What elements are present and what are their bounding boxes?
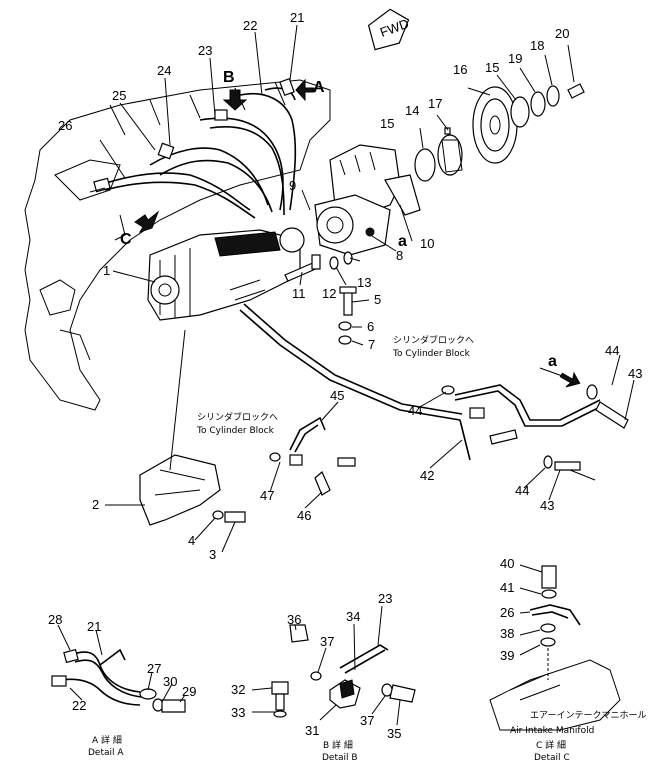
- callouts: 1 2 3 4 5 6 7 8 9 10 11 12 13 14 15 15 1…: [48, 10, 642, 741]
- air-compressor: [314, 144, 421, 256]
- callout-45: 45: [330, 388, 344, 403]
- callout-35: 35: [387, 726, 401, 741]
- callout-33: 33: [231, 705, 245, 720]
- callout-6: 6: [367, 319, 374, 334]
- detail-captions: A 詳 細 Detail A B 詳 細 Detail B C 詳 細 Deta…: [88, 734, 570, 762]
- detail-c-jp: C 詳 細: [536, 739, 566, 751]
- callout-31: 31: [305, 723, 319, 738]
- callout-15-b: 15: [485, 60, 499, 75]
- callout-22-detail: 22: [72, 698, 86, 713]
- callout-37-a: 37: [320, 634, 334, 649]
- callout-26: 26: [58, 118, 72, 133]
- detail-c-en: Detail C: [534, 753, 570, 762]
- callout-29: 29: [182, 684, 196, 699]
- detail-b-en: Detail B: [322, 753, 358, 762]
- callout-20: 20: [555, 26, 569, 41]
- callout-4: 4: [188, 533, 195, 548]
- note-manifold-en: Air Intake Manifold: [510, 726, 594, 736]
- view-letter-a-lower-1: a: [398, 233, 407, 250]
- callout-21-detail: 21: [87, 619, 101, 634]
- callout-27: 27: [147, 661, 161, 676]
- callout-2: 2: [92, 497, 99, 512]
- callout-44-a: 44: [605, 343, 619, 358]
- callout-1: 1: [103, 263, 110, 278]
- callout-28: 28: [48, 612, 62, 627]
- callout-32: 32: [231, 682, 245, 697]
- callout-16: 16: [453, 62, 467, 77]
- callout-34: 34: [346, 609, 360, 624]
- leader-lines: [99, 24, 635, 553]
- callout-10: 10: [420, 236, 434, 251]
- oil-tube: [239, 303, 629, 471]
- callout-22: 22: [243, 18, 257, 33]
- injection-pump: [147, 227, 305, 321]
- detail-b-jp: B 詳 細: [323, 739, 353, 751]
- callout-15-a: 15: [380, 116, 394, 131]
- notes: シリンダブロックへ To Cylinder Block シリンダブロックへ To…: [196, 334, 649, 736]
- callout-46: 46: [297, 508, 311, 523]
- detail-b: [251, 605, 416, 726]
- callout-17: 17: [428, 96, 442, 111]
- pump-bracket: [139, 329, 246, 526]
- callout-44-b: 44: [408, 403, 422, 418]
- callout-14: 14: [405, 103, 419, 118]
- view-letters: B A C a a: [120, 69, 557, 370]
- lower-tube: [269, 416, 356, 496]
- note-cyl-block-1-en: To Cylinder Block: [392, 349, 471, 359]
- fwd-badge: FWD: [367, 8, 411, 51]
- note-manifold-jp: エアーインテークマニホールド: [530, 710, 649, 721]
- callout-44-c: 44: [515, 483, 529, 498]
- callout-25: 25: [112, 88, 126, 103]
- view-letter-a-lower-2: a: [548, 353, 557, 370]
- callout-40: 40: [500, 556, 514, 571]
- callout-42: 42: [420, 468, 434, 483]
- detail-a: [51, 624, 186, 713]
- callout-39: 39: [500, 648, 514, 663]
- callout-19: 19: [508, 51, 522, 66]
- callout-37-b: 37: [360, 713, 374, 728]
- callout-8: 8: [396, 248, 403, 263]
- note-cyl-block-2-jp: シリンダブロックへ: [197, 411, 278, 423]
- callout-5: 5: [374, 292, 381, 307]
- callout-11: 11: [292, 286, 306, 301]
- view-letter-a: A: [313, 79, 325, 96]
- callout-30: 30: [163, 674, 177, 689]
- callout-41: 41: [500, 580, 514, 595]
- view-arrows: [134, 78, 581, 388]
- view-letter-c: C: [120, 231, 132, 248]
- callout-36: 36: [287, 612, 301, 627]
- callout-43-a: 43: [628, 366, 642, 381]
- detail-c: [489, 564, 621, 731]
- detail-a-en: Detail A: [88, 748, 124, 758]
- callout-12: 12: [322, 286, 336, 301]
- note-cyl-block-1-jp: シリンダブロックへ: [393, 334, 474, 346]
- callout-3: 3: [209, 547, 216, 562]
- callout-38: 38: [500, 626, 514, 641]
- callout-9: 9: [289, 178, 296, 193]
- view-letter-b: B: [223, 69, 235, 86]
- callout-21: 21: [290, 10, 304, 25]
- callout-23: 23: [198, 43, 212, 58]
- callout-23-detail: 23: [378, 591, 392, 606]
- callout-47: 47: [260, 488, 274, 503]
- callout-26-detail: 26: [500, 605, 514, 620]
- gear-assembly: [414, 83, 585, 182]
- note-cyl-block-2-en: To Cylinder Block: [196, 426, 275, 436]
- callout-7: 7: [368, 337, 375, 352]
- engine-block: [24, 79, 331, 411]
- bolts-center: [284, 251, 357, 345]
- detail-a-jp: A 詳 細: [92, 734, 122, 746]
- callout-13: 13: [357, 275, 371, 290]
- callout-24: 24: [157, 63, 171, 78]
- callout-43-b: 43: [540, 498, 554, 513]
- callout-18: 18: [530, 38, 544, 53]
